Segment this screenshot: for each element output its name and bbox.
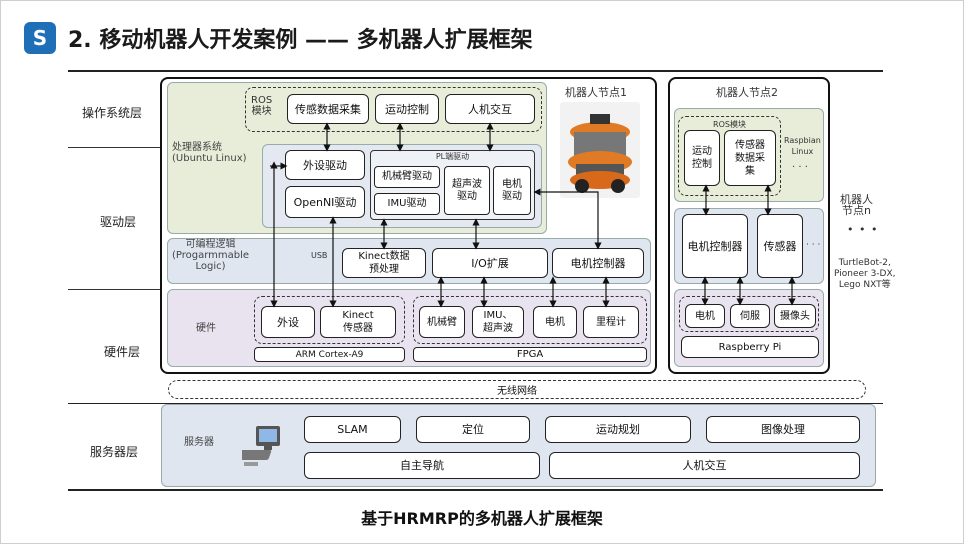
kinect-preprocess: Kinect数据 预处理: [342, 248, 426, 278]
imu-driver: IMU驱动: [374, 193, 440, 215]
motor-controller-1: 电机控制器: [552, 248, 644, 278]
usb-label: USB: [311, 251, 328, 260]
ros-item-sensor-acquisition: 传感数据采集: [287, 94, 369, 124]
ros-item-hmi: 人机交互: [445, 94, 535, 124]
node2-os-label: Raspbian Linux: [784, 136, 821, 156]
layer-label-os: 操作系统层: [82, 106, 143, 120]
motor-driver: 电机 驱动: [493, 166, 531, 215]
odometer-hw: 里程计: [583, 306, 639, 338]
service-autonomous-navigation: 自主导航: [304, 452, 540, 479]
wireless-network-label: 无线网络: [497, 386, 537, 397]
node2-motion-control: 运动 控制: [684, 130, 720, 186]
raspberry-pi-board: Raspberry Pi: [681, 336, 819, 358]
ros-label-1: ROS 模块: [251, 95, 273, 117]
robot-illustration: [568, 114, 632, 193]
node2-servo: 伺服: [730, 304, 770, 328]
layer-divider: [68, 403, 883, 404]
node1-title: 机器人节点1: [565, 86, 627, 99]
service-motion-planning: 运动规划: [545, 416, 691, 443]
ros-module-2: [678, 116, 781, 196]
title-underline: [68, 70, 883, 72]
layer-divider: [68, 147, 160, 148]
service-slam: SLAM: [304, 416, 401, 443]
arm-driver: 机械臂驱动: [374, 166, 440, 188]
layer-label-hardware: 硬件层: [104, 345, 141, 359]
hardware-label: 硬件: [196, 323, 216, 334]
robot-photo: [560, 102, 640, 198]
openni-driver: OpenNI驱动: [285, 186, 365, 218]
node-n-examples: TurtleBot-2, Pioneer 3-DX, Lego NXT等: [834, 258, 896, 290]
arm-cortex-label: ARM Cortex-A9: [254, 347, 405, 362]
ros-item-motion-control: 运动控制: [375, 94, 439, 124]
node2-driver-ellipsis: · · ·: [806, 240, 821, 250]
server-label: 服务器: [184, 437, 214, 448]
layer-divider: [68, 289, 160, 290]
node2-motor: 电机: [685, 304, 725, 328]
node-n-dots: • • •: [847, 223, 879, 236]
bottom-rule: [68, 489, 883, 491]
node2-sensor-driver: 传感器: [757, 214, 803, 278]
layer-label-driver: 驱动层: [100, 215, 137, 229]
node-n-title: 机器人 节点n: [840, 193, 873, 217]
ros-label-2: ROS模块: [713, 120, 746, 129]
service-hmi: 人机交互: [549, 452, 860, 479]
wireless-network: 无线网络: [168, 380, 866, 399]
node2-motor-controller: 电机控制器: [682, 214, 748, 278]
ultrasonic-driver: 超声波 驱动: [444, 166, 490, 215]
fpga-label: FPGA: [413, 347, 647, 362]
arrow-motor-driver-controller: [533, 188, 602, 250]
figure-caption: 基于HRMRP的多机器人扩展框架: [361, 509, 603, 528]
service-localization: 定位: [416, 416, 530, 443]
node2-hw-group: [679, 296, 819, 332]
imu-ultrasonic-hw: IMU、 超声波: [472, 306, 524, 338]
logo-icon: S: [24, 22, 56, 54]
pl-driver-title: PL端驱动: [435, 152, 470, 161]
node2-sensor-acquisition: 传感器 数据采 集: [724, 130, 776, 186]
robot-node-2: [668, 77, 830, 374]
node2-camera: 摄像头: [774, 304, 816, 328]
pl-region-label: 可编程逻辑 (Progarmmable Logic): [172, 239, 250, 272]
layer-label-server: 服务器层: [90, 445, 139, 459]
fpga-group: [413, 296, 647, 344]
peripheral-hw: 外设: [261, 306, 315, 338]
robot-node-1: [160, 77, 657, 374]
kinect-sensor: Kinect 传感器: [320, 306, 396, 338]
ros-module-1: [245, 87, 542, 132]
page-title: 2. 移动机器人开发案例 —— 多机器人扩展框架: [68, 28, 533, 53]
computer-icon: [232, 422, 286, 468]
node2-title: 机器人节点2: [716, 86, 778, 99]
motor-hw-1: 电机: [533, 306, 577, 338]
node2-ellipsis: · · ·: [792, 162, 808, 173]
service-image-processing: 图像处理: [706, 416, 860, 443]
processor-system-label: 处理器系统 (Ubuntu Linux): [172, 142, 247, 164]
io-expansion: I/O扩展: [432, 248, 548, 278]
